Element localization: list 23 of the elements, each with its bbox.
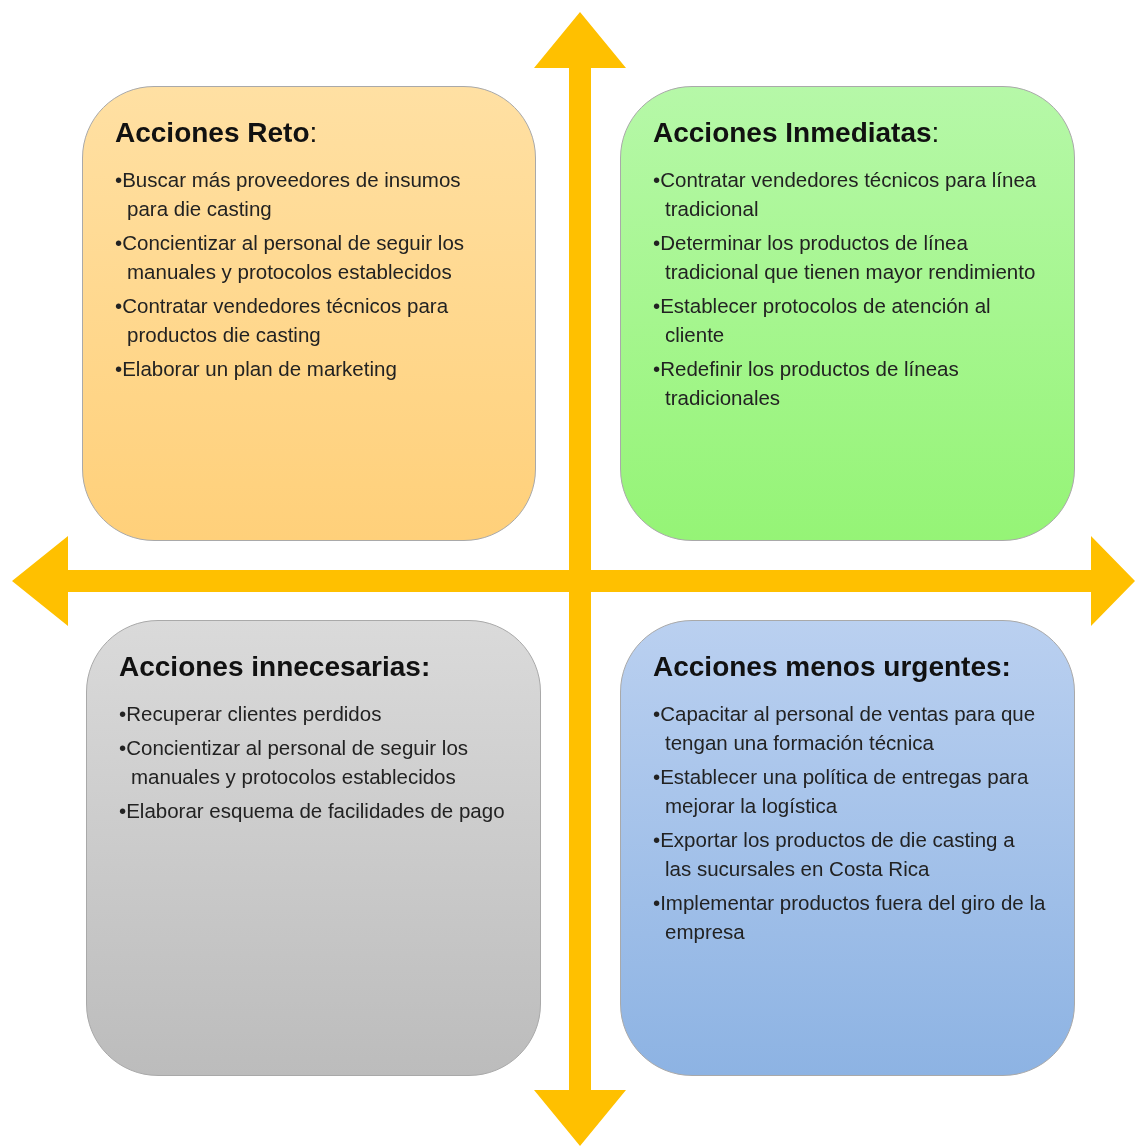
quadrant-heading: Acciones menos urgentes: [653,651,1012,683]
quadrant-box [86,620,541,1076]
bullet-item: •Buscar más proveedores de insumos para die casting [115,167,462,222]
quadrant-box [620,620,1075,1076]
bullet-item: •Recuperar clientes perdidos [119,701,383,727]
quadrant-heading: Acciones Reto: [115,117,319,149]
bullet-item: •Concientizar al personal de seguir los manuales y protocolos establecidos [119,735,470,790]
bullet-item: •Determinar los productos de línea tradicional que tienen mayor rendimiento [653,230,1037,285]
bullet-item: •Capacitar al personal de ventas para que tengan una formación técnica [653,701,1037,756]
bullet-item: •Exportar los productos de die casting a las sucursales en Costa Rica [653,827,1016,882]
bullet-item: •Establecer una política de entregas para mejorar la logística [653,764,1030,819]
bullet-item: •Implementar productos fuera del giro de la empresa [653,890,1046,945]
quadrant-heading: Acciones innecesarias: [119,651,432,683]
quadrant-heading: Acciones Inmediatas: [653,117,941,149]
bullet-item: •Contratar vendedores técnicos para línea tradicional [653,167,1038,222]
bullet-item: •Redefinir los productos de líneas tradicionales [653,356,960,411]
quadrant-box [620,86,1075,541]
bullet-item: •Establecer protocolos de atención al cliente [653,293,992,348]
bullet-item: •Contratar vendedores técnicos para productos die casting [115,293,450,348]
bullet-item: •Elaborar esquema de facilidades de pago [119,798,506,824]
bullet-item: •Concientizar al personal de seguir los manuales y protocolos establecidos [115,230,466,285]
quadrant-box [82,86,536,541]
bullet-item: •Elaborar un plan de marketing [115,356,398,382]
